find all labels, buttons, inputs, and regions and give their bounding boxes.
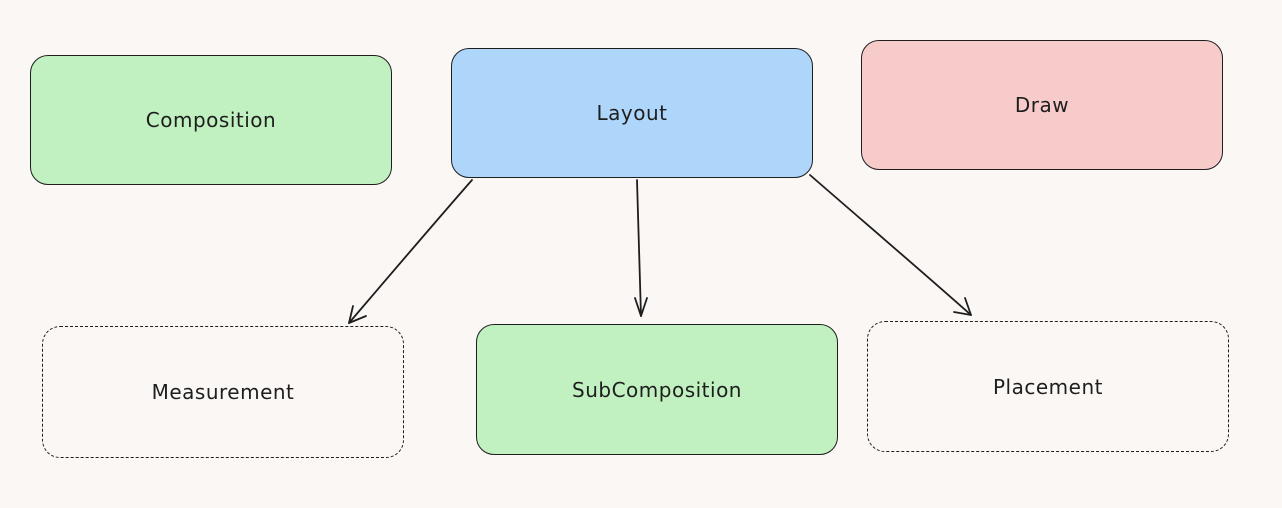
- node-layout[interactable]: Layout: [451, 48, 813, 178]
- node-composition-label: Composition: [145, 108, 277, 132]
- node-placement-label: Placement: [993, 374, 1103, 399]
- node-measurement[interactable]: Measurement: [42, 326, 404, 458]
- node-draw[interactable]: Draw: [861, 40, 1223, 170]
- arrow-layout-to-subcomposition: [634, 179, 648, 317]
- node-measurement-label: Measurement: [151, 380, 295, 404]
- node-subcomposition[interactable]: SubComposition: [476, 324, 838, 455]
- node-placement[interactable]: Placement: [867, 321, 1229, 452]
- node-subcomposition-label: SubComposition: [572, 377, 742, 402]
- arrow-layout-to-measurement: [348, 179, 473, 324]
- node-layout-label: Layout: [596, 101, 668, 125]
- node-composition[interactable]: Composition: [30, 55, 392, 185]
- node-draw-label: Draw: [1014, 93, 1070, 117]
- arrow-layout-to-placement: [809, 174, 972, 316]
